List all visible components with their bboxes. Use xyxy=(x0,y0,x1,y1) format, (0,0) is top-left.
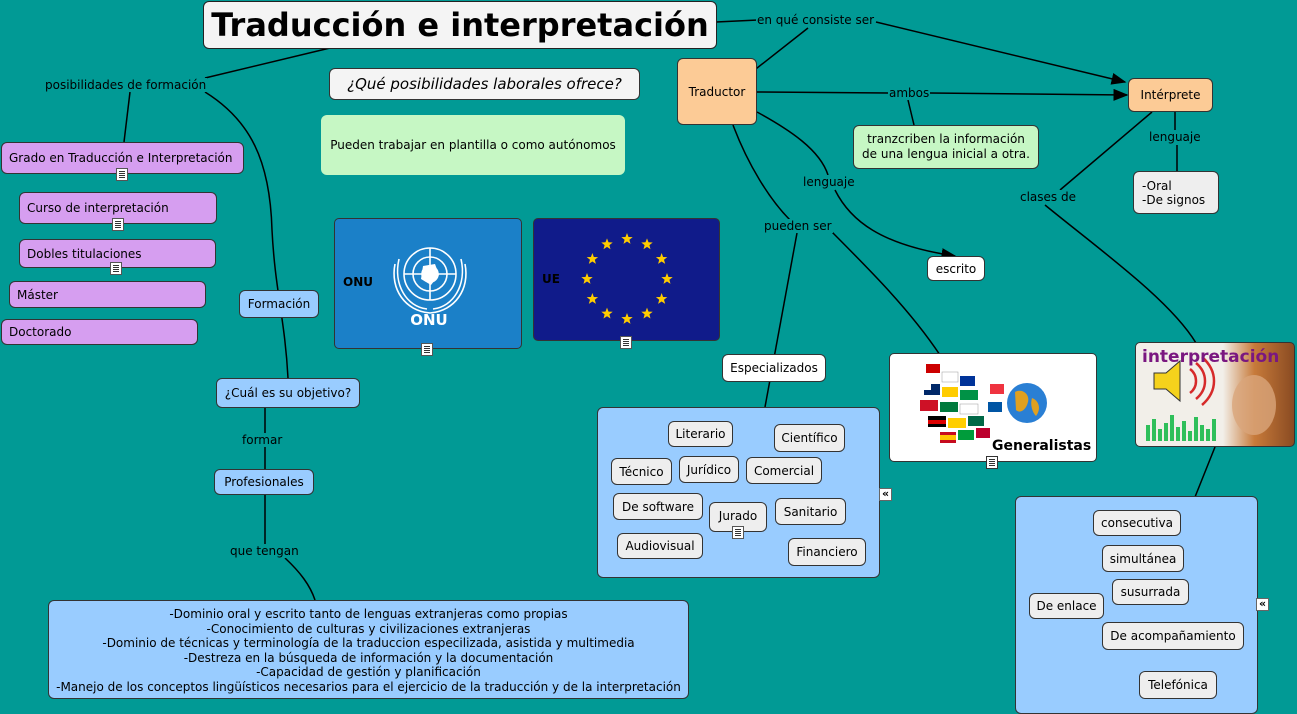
spec-cientifico[interactable]: Científico xyxy=(774,424,845,452)
spec-juridico[interactable]: Jurídico xyxy=(679,456,739,483)
link-label-pueden-ser: pueden ser xyxy=(763,219,833,233)
profesionales-node[interactable]: Profesionales xyxy=(214,469,314,495)
line-title-consiste xyxy=(715,19,759,23)
network-icon[interactable] xyxy=(986,456,998,469)
line-traductor-puedenser xyxy=(732,124,791,221)
language-signos: -De signos xyxy=(1142,192,1206,207)
link-label-formar: formar xyxy=(241,433,284,447)
line-ambos-definition xyxy=(907,99,915,126)
eu-star-icon xyxy=(621,313,633,324)
eu-star-icon xyxy=(661,273,673,284)
type-susurrada[interactable]: susurrada xyxy=(1112,579,1189,605)
language-node[interactable]: -Oral -De signos xyxy=(1133,171,1219,214)
link-label-posibilidades: posibilidades de formación xyxy=(44,78,208,92)
link-label-lenguaje-traductor: lenguaje xyxy=(802,175,856,189)
link-label-consiste: en qué consiste ser xyxy=(756,13,876,27)
eu-star-icon xyxy=(655,253,668,264)
language-oral: -Oral xyxy=(1142,178,1172,193)
line-traductor-lenguaje xyxy=(756,111,829,176)
skill-line: -Dominio oral y escrito tanto de lenguas… xyxy=(169,607,568,621)
link-label-que-tengan: que tengan xyxy=(229,544,300,558)
line-consiste-traductor xyxy=(751,27,809,73)
traductor-node[interactable]: Traductor xyxy=(677,58,757,125)
document-icon[interactable] xyxy=(732,526,744,539)
answer-box: Pueden trabajar en plantilla o como autó… xyxy=(321,115,625,175)
line-consiste-interprete xyxy=(875,21,1127,85)
main-title: Traducción e interpretación xyxy=(203,1,717,49)
line-traductor-ambos xyxy=(756,91,889,94)
skill-line: -Destreza en la búsqueda de información … xyxy=(183,650,554,665)
eu-star-icon xyxy=(601,307,613,319)
definition-node[interactable]: tranzcriben la información de una lengua… xyxy=(853,125,1039,169)
interprete-node[interactable]: Intérprete xyxy=(1128,78,1213,112)
line-interprete-clases xyxy=(1059,111,1153,191)
skill-line: -Capacidad de gestión y planificación xyxy=(256,665,481,679)
collapse-icon[interactable]: « xyxy=(879,488,892,501)
line-ambos-interprete xyxy=(929,88,1129,101)
document-icon[interactable] xyxy=(620,336,632,349)
especializados-node[interactable]: Especializados xyxy=(722,354,826,382)
line-puedenser-generalistas xyxy=(824,224,941,356)
line-image-types xyxy=(1194,446,1216,498)
spec-sanitario[interactable]: Sanitario xyxy=(775,498,846,525)
eu-star-icon xyxy=(601,238,613,250)
training-item-master[interactable]: Máster xyxy=(9,281,206,308)
onu-logo-text: ONU xyxy=(410,311,448,329)
eu-star-icon xyxy=(655,293,668,304)
eu-star-icon xyxy=(586,253,599,264)
skill-line: -Dominio de técnicas y terminología de l… xyxy=(102,636,635,650)
spec-literario[interactable]: Literario xyxy=(668,421,733,447)
link-label-lenguaje-interprete: lenguaje xyxy=(1148,130,1202,144)
generalistas-card[interactable]: Generalistas xyxy=(889,353,1097,462)
formacion-node[interactable]: Formación xyxy=(239,290,319,318)
skill-line: -Conocimiento de culturas y civilizacion… xyxy=(206,621,531,636)
link-label-ambos: ambos xyxy=(888,86,931,100)
eu-star-icon xyxy=(581,273,593,284)
document-icon[interactable] xyxy=(116,168,128,181)
eu-star-icon xyxy=(586,293,599,304)
type-simultanea[interactable]: simultánea xyxy=(1102,545,1184,572)
escrito-node[interactable]: escrito xyxy=(927,256,985,281)
document-icon[interactable] xyxy=(421,343,433,356)
line-lenguaje-escrito xyxy=(834,189,957,260)
type-consecutiva[interactable]: consecutiva xyxy=(1093,510,1181,536)
un-emblem-icon xyxy=(393,247,467,314)
skills-box: -Dominio oral y escrito tanto de lenguas… xyxy=(48,600,689,699)
spec-audiovisual[interactable]: Audiovisual xyxy=(617,533,703,559)
eu-star-icon xyxy=(621,233,633,244)
interpretacion-image-text: interpretación xyxy=(1142,347,1280,367)
speaker-sound-icon xyxy=(1146,356,1276,441)
document-icon[interactable] xyxy=(112,218,124,231)
type-acompanamiento[interactable]: De acompañamiento xyxy=(1102,622,1244,650)
spec-financiero[interactable]: Financiero xyxy=(788,538,866,566)
onu-label: ONU xyxy=(343,275,373,289)
line-posibilidades-grado xyxy=(123,91,131,143)
objetivo-node[interactable]: ¿Cuál es su objetivo? xyxy=(216,378,360,408)
interpretacion-card[interactable]: interpretación xyxy=(1135,342,1295,447)
spec-comercial[interactable]: Comercial xyxy=(746,457,822,484)
type-telefonica[interactable]: Telefónica xyxy=(1139,671,1217,699)
onu-card[interactable]: ONU ONU xyxy=(334,218,522,349)
eu-star-icon xyxy=(641,238,653,250)
link-label-clases-de: clases de xyxy=(1019,190,1077,204)
type-de-enlace[interactable]: De enlace xyxy=(1029,593,1104,619)
eu-stars-icon xyxy=(581,233,673,324)
skill-line: -Manejo de los conceptos lingüísticos ne… xyxy=(56,679,681,694)
line-posibilidades-objetivo xyxy=(204,91,289,379)
spec-software[interactable]: De software xyxy=(613,493,703,520)
collapse-icon[interactable]: « xyxy=(1256,598,1269,611)
generalistas-label: Generalistas xyxy=(992,438,1092,454)
document-icon[interactable] xyxy=(110,262,122,275)
training-item-doctorado[interactable]: Doctorado xyxy=(1,319,198,345)
flags-globe-icon xyxy=(920,364,1047,443)
ue-card[interactable]: UE xyxy=(533,218,720,341)
line-title-posibilidades xyxy=(204,47,331,79)
ue-label: UE xyxy=(542,272,560,286)
spec-tecnico[interactable]: Técnico xyxy=(611,458,672,485)
eu-star-icon xyxy=(641,307,653,319)
line-clases-image xyxy=(1044,204,1197,344)
line-quetengan-skills xyxy=(284,557,316,601)
question-box: ¿Qué posibilidades laborales ofrece? xyxy=(329,68,640,100)
